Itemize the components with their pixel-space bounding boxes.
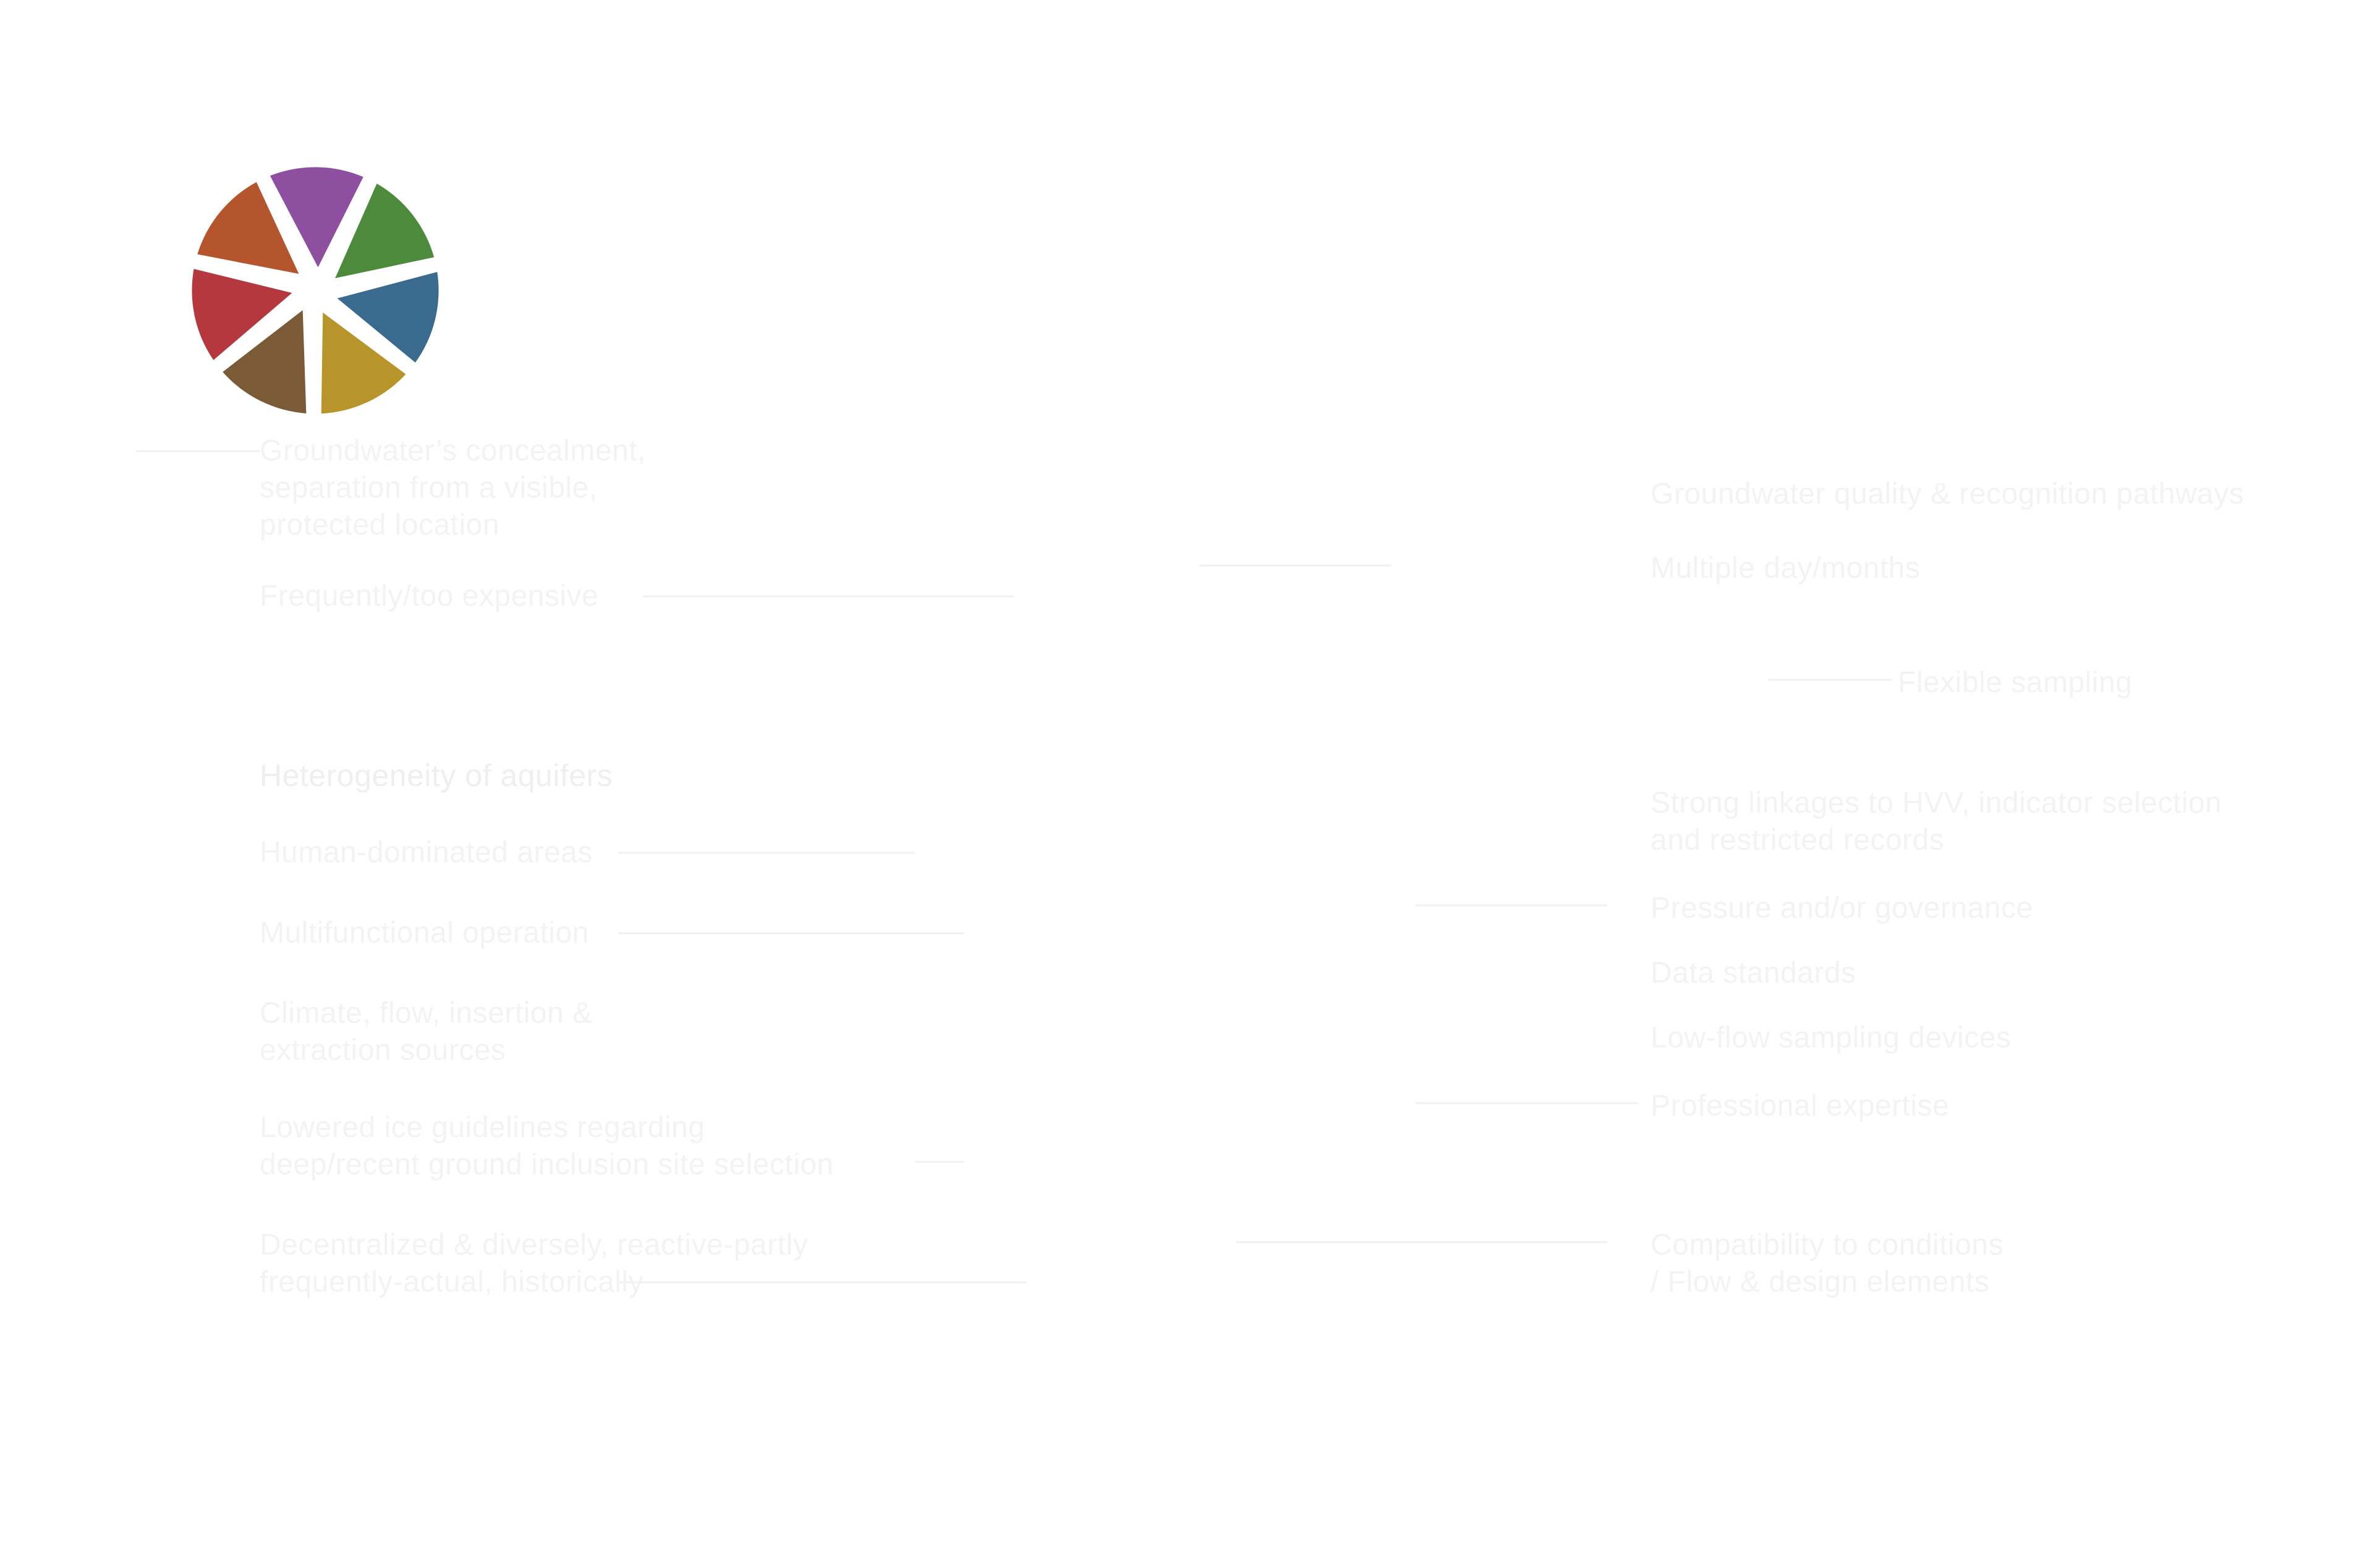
left-label: Decentralized & diversely, reactive-part… — [260, 1229, 809, 1298]
right-label: Low-flow sampling devices — [1651, 1022, 2012, 1054]
right-label: Data standards — [1651, 957, 1856, 989]
left-label: Frequently/too expensive — [260, 580, 599, 612]
logo-segment — [192, 269, 292, 360]
right-label: Professional expertise — [1651, 1090, 1950, 1122]
aperture-logo-icon — [192, 167, 439, 414]
logo-segment — [223, 310, 307, 413]
right-label: Flexible sampling — [1898, 666, 2133, 699]
right-label: Groundwater quality & recognition pathwa… — [1651, 478, 2245, 510]
right-label: Strong linkages to HVV, indicator select… — [1651, 787, 2222, 857]
left-label: Climate, flow, insertion & extraction so… — [260, 997, 593, 1067]
logo-segment — [197, 182, 299, 274]
logo-segment — [321, 312, 406, 414]
left-label: Human-dominated areas — [260, 836, 593, 869]
right-label: Compatibility to conditions / Flow & des… — [1651, 1229, 2004, 1298]
logo-segment — [337, 272, 439, 363]
logo-segment — [335, 184, 435, 279]
logo-segment — [270, 167, 363, 268]
left-label: Groundwater’s concealment, separation fr… — [260, 434, 646, 541]
left-label: Heterogeneity of aquifers — [260, 758, 613, 793]
left-label: Multifunctional operation — [260, 916, 589, 949]
left-label: Lowered ice guidelines regarding deep/re… — [260, 1111, 834, 1181]
right-label: Pressure and/or governance — [1651, 892, 2033, 925]
right-label: Multiple day/months — [1651, 552, 1921, 585]
